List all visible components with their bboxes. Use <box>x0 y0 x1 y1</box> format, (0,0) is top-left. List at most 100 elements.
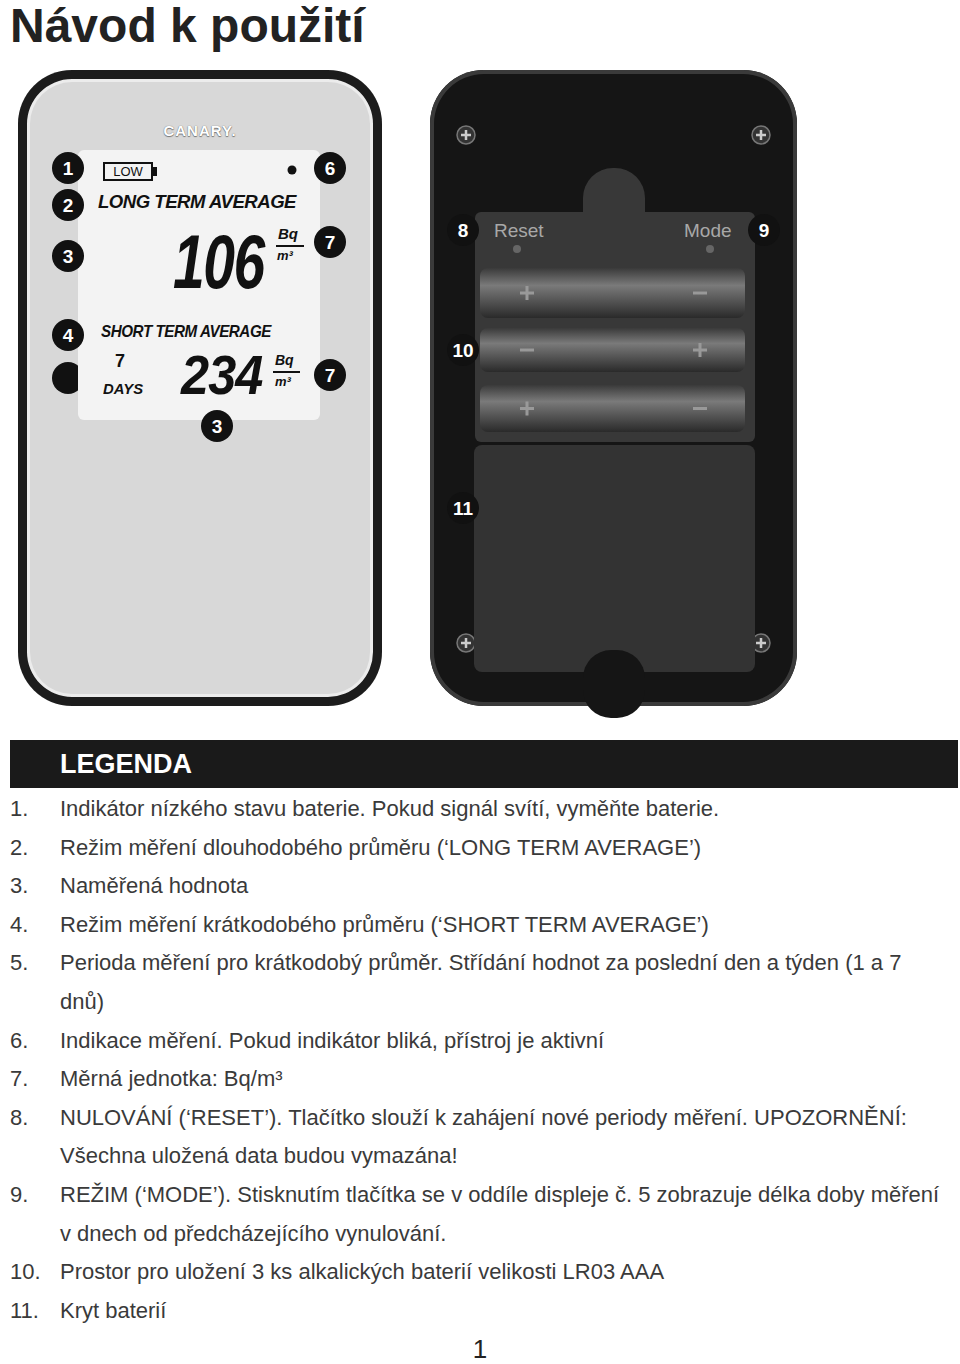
measure-dot <box>288 166 297 175</box>
callout-label: 7 <box>325 366 336 385</box>
legend-band: LEGENDA <box>10 740 958 788</box>
item-number: 10. <box>0 1253 60 1292</box>
item-number: 11. <box>0 1292 60 1331</box>
button-dot <box>513 245 521 253</box>
fraction-line <box>276 245 304 247</box>
legend-item: 4.Režim měření krátkodobého průměru (‘SH… <box>0 906 960 945</box>
legend-item: 3.Naměřená hodnota <box>0 867 960 906</box>
node-text: CANARY. <box>18 123 382 138</box>
callout-number: 7 <box>314 359 346 391</box>
low-battery-icon: LOW <box>103 162 153 181</box>
fraction-line <box>273 371 300 373</box>
item-text: Režim měření dlouhodobého průměru (‘LONG… <box>60 829 940 868</box>
item-text: Režim měření krátkodobého průměru (‘SHOR… <box>60 906 940 945</box>
battery <box>480 268 745 318</box>
node-text: 234 <box>181 347 262 403</box>
plus-mark <box>693 343 707 357</box>
minus-mark <box>520 349 534 352</box>
screw-cross <box>461 130 471 140</box>
callout-number: 3 <box>52 240 84 272</box>
item-text: Naměřená hodnota <box>60 867 940 906</box>
battery <box>480 385 745 432</box>
item-number: 9. <box>0 1176 60 1253</box>
callout-label: 11 <box>453 499 473 518</box>
node-text: LONG TERM AVERAGE <box>98 192 296 211</box>
screw-cross <box>461 638 471 648</box>
callout-label: 4 <box>63 326 74 345</box>
plus-mark <box>520 402 534 416</box>
item-number: 3. <box>0 867 60 906</box>
callout-number: 7 <box>314 226 346 258</box>
item-text: Prostor pro uložení 3 ks alkalických bat… <box>60 1253 940 1292</box>
item-number: 2. <box>0 829 60 868</box>
front-device: CANARY.LONG TERM AVERAGE106Bqm³SHORT TER… <box>18 70 382 706</box>
item-text: Kryt baterií <box>60 1292 940 1331</box>
button-dot <box>706 245 714 253</box>
item-text: REŽIM (‘MODE’). Stisknutím tlačítka se v… <box>60 1176 940 1253</box>
cover-tab <box>583 650 645 718</box>
callout-label: 7 <box>325 233 336 252</box>
node-text: 106 <box>173 224 264 300</box>
node-text: DAYS <box>103 381 143 396</box>
callout-label: 9 <box>759 221 770 240</box>
node-text: Bq <box>275 353 294 367</box>
node-text: LOW <box>113 165 143 178</box>
legend-item: 7.Měrná jednotka: Bq/m³ <box>0 1060 960 1099</box>
callout-number: 11 <box>447 492 479 524</box>
callout-label: 10 <box>452 341 473 360</box>
legend-list: 1.Indikátor nízkého stavu baterie. Pokud… <box>0 790 960 1330</box>
item-text: Indikace měření. Pokud indikátor bliká, … <box>60 1022 940 1061</box>
callout-number: 8 <box>447 214 479 246</box>
callout-label: 2 <box>63 196 74 215</box>
callout-number: 10 <box>447 334 479 366</box>
page-title: Návod k použití <box>10 2 365 50</box>
legend-item: 6.Indikace měření. Pokud indikátor bliká… <box>0 1022 960 1061</box>
battery-cover <box>474 445 755 672</box>
back-art <box>430 70 797 730</box>
legend-item: 1.Indikátor nízkého stavu baterie. Pokud… <box>0 790 960 829</box>
callout-label: 3 <box>63 247 74 266</box>
item-number: 1. <box>0 790 60 829</box>
callout-number: 2 <box>52 189 84 221</box>
node-text: Mode <box>684 221 732 240</box>
node-text: m³ <box>275 375 291 388</box>
node-text: Bq <box>278 226 298 241</box>
screw <box>457 126 475 144</box>
battery-nub <box>153 167 157 176</box>
node-text: m³ <box>277 249 293 262</box>
item-text: Měrná jednotka: Bq/m³ <box>60 1060 940 1099</box>
screw <box>752 126 770 144</box>
screw-cross <box>756 638 766 648</box>
callout-number: 3 <box>201 410 233 442</box>
legend-item: 8.NULOVÁNÍ (‘RESET’). Tlačítko slouží k … <box>0 1099 960 1176</box>
callout-label: 6 <box>325 159 336 178</box>
plus-mark <box>520 286 534 300</box>
legend-item: 2.Režim měření dlouhodobého průměru (‘LO… <box>0 829 960 868</box>
legend-item: 10.Prostor pro uložení 3 ks alkalických … <box>0 1253 960 1292</box>
battery-compartment <box>475 212 755 442</box>
item-number: 8. <box>0 1099 60 1176</box>
legend-item: 5.Perioda měření pro krátkodobý průměr. … <box>0 944 960 1021</box>
node-text: Reset <box>494 221 544 240</box>
callout-label: 3 <box>212 417 223 436</box>
item-number: 4. <box>0 906 60 945</box>
callout-number: 6 <box>314 152 346 184</box>
legend-item: 11.Kryt baterií <box>0 1292 960 1331</box>
node-text: 7 <box>115 352 125 370</box>
node-text: LEGENDA <box>60 751 192 778</box>
item-number: 6. <box>0 1022 60 1061</box>
callout-number: 4 <box>52 319 84 351</box>
page-number: 1 <box>0 1336 960 1362</box>
item-number: 7. <box>0 1060 60 1099</box>
item-number: 5. <box>0 944 60 1021</box>
screw <box>457 634 475 652</box>
battery <box>480 328 745 372</box>
back-device: Reset Mode 8 9 10 11 <box>430 70 797 706</box>
minus-mark <box>693 292 707 295</box>
minus-mark <box>693 407 707 410</box>
lcd-screen: LONG TERM AVERAGE106Bqm³SHORT TERM AVERA… <box>78 150 320 420</box>
callout-label: 8 <box>458 221 469 240</box>
callout-number: 9 <box>748 214 780 246</box>
callout-number: 1 <box>52 152 84 184</box>
item-text: NULOVÁNÍ (‘RESET’). Tlačítko slouží k za… <box>60 1099 940 1176</box>
